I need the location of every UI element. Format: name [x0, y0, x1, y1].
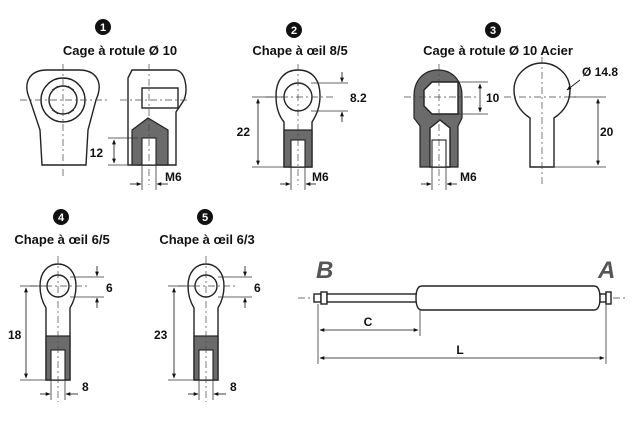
part-3-section-view: 10 M6	[404, 64, 500, 190]
part-2-eye-clevis: 2 Chape à œil 8/5 8.2 22 M6	[237, 22, 367, 190]
dim-part-1-thread: M6	[165, 170, 182, 184]
stroke-label: C	[364, 315, 373, 329]
part-3-steel-ball-socket: 3 Cage à rotule Ø 10 Acier 10 M6 Ø 14.8	[404, 22, 618, 190]
dim-part-2-height: 22	[237, 125, 251, 139]
part-1-side-view: 12 M6	[90, 64, 190, 190]
part-1-ball-socket: 1 Cage à rotule Ø 10 12	[20, 19, 190, 190]
gas-spring-assembly: B A C L	[298, 257, 628, 364]
end-b-nut	[320, 291, 328, 305]
part-number-5: 5	[202, 212, 208, 224]
dim-part-1-height: 12	[90, 146, 104, 160]
dim-part-3-thread: M6	[460, 170, 477, 184]
part-number-badge-4	[53, 209, 69, 225]
length-label: L	[456, 343, 463, 357]
dim-part-3-height: 20	[600, 125, 614, 139]
dim-part-4-height: 18	[8, 328, 22, 342]
part-number-badge-5	[197, 209, 213, 225]
part-title-1: Cage à rotule Ø 10	[63, 43, 177, 58]
part-number-4: 4	[58, 212, 65, 224]
part-5-eye-clevis: 5 Chape à œil 6/3 6 23 8	[154, 209, 261, 402]
dim-part-4-hole: 6	[106, 281, 113, 295]
part-title-2: Chape à œil 8/5	[252, 43, 347, 58]
part-4-eye-clevis: 4 Chape à œil 6/5 6 18 8	[8, 209, 113, 402]
part-1-front-view	[20, 64, 108, 178]
dim-part-3-ball: Ø 14.8	[582, 65, 618, 79]
dim-part-2-hole: 8.2	[350, 91, 367, 105]
part-number-badge-2	[286, 22, 302, 38]
part-number-badge-3	[485, 22, 501, 38]
part-number-badge-1	[95, 19, 111, 35]
dim-part-3-hole: 10	[486, 91, 500, 105]
dim-part-5-height: 23	[154, 328, 168, 342]
part-number-2: 2	[291, 25, 297, 37]
dim-part-5-hole: 6	[254, 281, 261, 295]
part-number-1: 1	[100, 22, 106, 34]
end-a-nut	[605, 291, 612, 305]
part-title-5: Chape à œil 6/3	[159, 232, 254, 247]
dim-part-4-width: 8	[82, 380, 89, 394]
piston-rod	[326, 293, 423, 303]
end-a-stud	[599, 293, 607, 303]
part-3-ball-view: Ø 14.8 20	[504, 57, 618, 185]
end-b-stud	[313, 293, 322, 303]
end-a-label: A	[597, 257, 615, 284]
part-title-3: Cage à rotule Ø 10 Acier	[423, 43, 573, 58]
dim-part-2-thread: M6	[312, 170, 329, 184]
part-number-3: 3	[490, 25, 496, 37]
part-title-4: Chape à œil 6/5	[14, 232, 109, 247]
dim-part-5-width: 8	[230, 380, 237, 394]
cylinder-body	[415, 285, 601, 311]
end-b-label: B	[316, 257, 333, 284]
